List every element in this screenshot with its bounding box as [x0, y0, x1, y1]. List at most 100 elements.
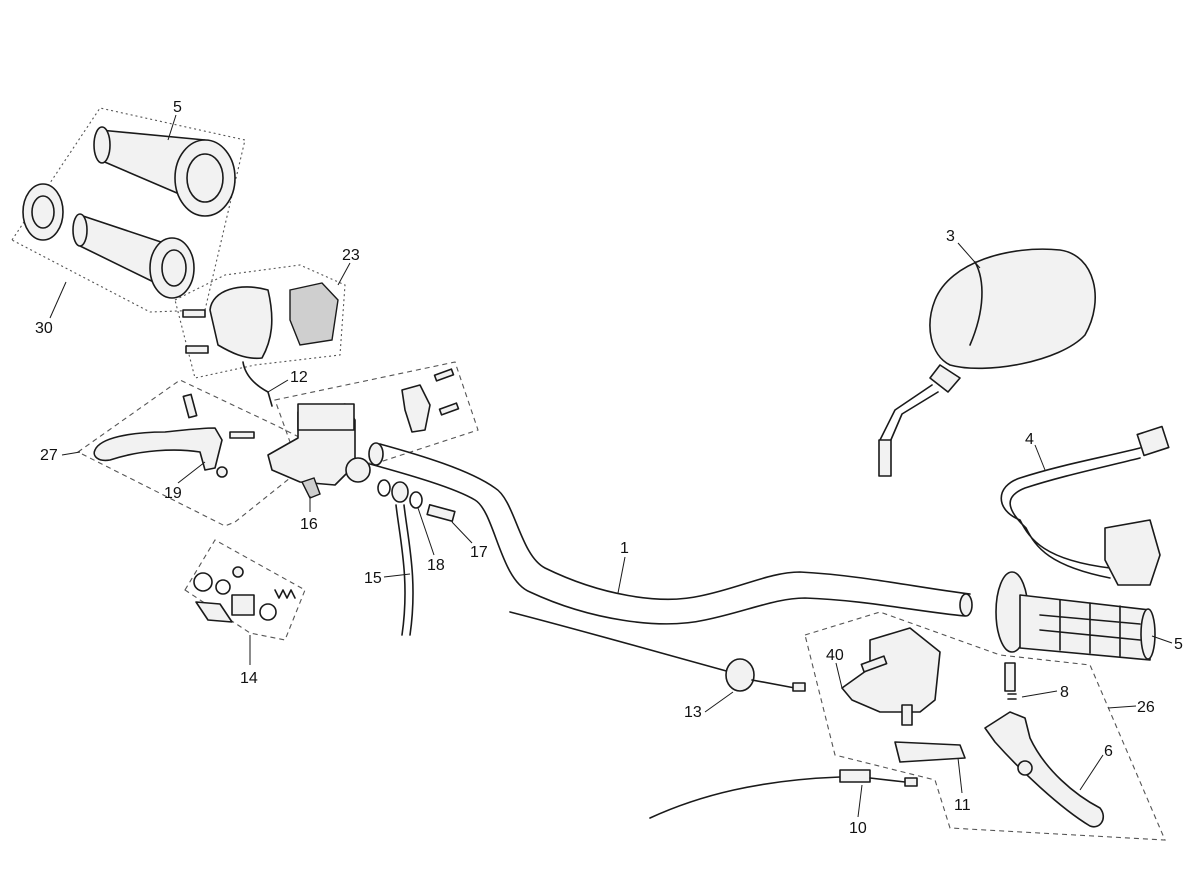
master-cylinder-clamp	[401, 384, 431, 433]
clutch-cable-sheath	[649, 776, 841, 819]
leader-8	[1021, 690, 1058, 698]
leader-13	[704, 691, 734, 713]
leader-26	[1107, 705, 1137, 709]
callout-11: 11	[954, 797, 971, 814]
callout-26: 26	[1137, 699, 1155, 716]
leader-6	[1079, 754, 1104, 791]
mirror-arm	[879, 384, 939, 443]
leader-1	[617, 556, 626, 594]
seal-kit-ring-medium	[215, 579, 231, 595]
banjo-bolt	[426, 504, 456, 522]
leader-23	[337, 262, 351, 286]
callout-6: 6	[1104, 743, 1113, 760]
handlebar-tube	[369, 443, 971, 625]
throttle-tube-flange-hole	[161, 249, 187, 287]
group-outline-23	[174, 264, 346, 379]
callout-8: 8	[1060, 684, 1069, 701]
switch-wire-harness	[1000, 447, 1141, 579]
callout-40: 40	[826, 647, 844, 664]
banjo-fitting	[391, 481, 409, 503]
left-switch-housing	[209, 286, 273, 360]
lever-pivot-screw	[1004, 662, 1016, 692]
callout-27: 27	[40, 447, 58, 464]
brake-hose	[395, 504, 414, 636]
clamp-screw-lower	[438, 402, 460, 416]
master-cylinder-cap	[297, 403, 355, 431]
clutch-lever	[984, 711, 1105, 828]
right-grip-ribs	[1039, 599, 1141, 657]
master-cylinder-bore	[345, 457, 371, 483]
switch-screw-upper	[182, 309, 206, 318]
switch-wire	[242, 361, 273, 407]
leader-5b	[1151, 635, 1173, 644]
clutch-switch-11	[894, 741, 966, 763]
leader-27	[61, 451, 81, 456]
throttle-cable-sheath	[509, 611, 731, 673]
callout-13: 13	[684, 704, 702, 721]
leader-15	[383, 573, 411, 578]
callout-16: 16	[300, 516, 318, 533]
switch-screw-lower	[185, 345, 209, 354]
callout-18: 18	[427, 557, 445, 574]
lever-nut	[216, 466, 228, 478]
seal-kit-shim	[195, 601, 233, 623]
mirror-stem	[929, 364, 961, 393]
right-grip-body	[1019, 594, 1151, 661]
seal-kit-spring	[274, 589, 296, 599]
clamp-screw-upper	[433, 368, 455, 382]
callout-14: 14	[240, 670, 258, 687]
leader-12	[267, 379, 289, 393]
front-brake-lever	[93, 427, 223, 471]
perch-mount-stud	[901, 704, 913, 726]
leader-11	[957, 757, 963, 794]
callout-15: 15	[364, 570, 382, 587]
group-outline-26	[804, 611, 1166, 841]
seal-kit-piston	[231, 594, 255, 616]
handlebar-tube-end-right	[959, 593, 973, 617]
leader-18	[417, 507, 435, 556]
clutch-cable-end	[904, 777, 918, 787]
leader-10	[857, 784, 863, 818]
throttle-tube-end	[72, 213, 88, 247]
clutch-cable-inner	[869, 777, 906, 783]
mirror-head-rim	[969, 261, 983, 346]
mirror-head	[929, 248, 1096, 370]
callout-5b: 5	[1174, 636, 1183, 653]
right-switch-housing	[1104, 519, 1161, 586]
hose-washer-right	[409, 491, 423, 509]
leader-4	[1034, 444, 1046, 471]
lever-spring	[1007, 693, 1017, 700]
callout-17: 17	[470, 544, 488, 561]
left-grip-flange-inner	[186, 153, 224, 203]
clutch-perch	[841, 627, 941, 713]
handlebar-tube-end-left	[368, 442, 384, 466]
leader-17	[451, 521, 473, 544]
right-grip-end	[1140, 608, 1156, 660]
bleed-valve	[301, 477, 321, 499]
switch-connector	[1136, 425, 1170, 457]
seal-kit-ring-large	[193, 572, 213, 592]
seal-kit-cap	[232, 566, 244, 578]
group-outline-14	[184, 539, 306, 641]
leader-lines	[49, 114, 1173, 818]
lever-pivot-bolt	[182, 393, 198, 419]
callout-10: 10	[849, 820, 867, 837]
throttle-cable-end	[792, 682, 806, 692]
throttle-cable-adjuster	[725, 658, 755, 692]
callout-12: 12	[290, 369, 308, 386]
leader-3	[957, 242, 981, 269]
hose-washer-left	[377, 479, 391, 497]
throttle-spacer-ring-hole	[31, 195, 55, 229]
throttle-tube-flange	[149, 237, 195, 299]
throttle-cable-inner	[751, 679, 796, 689]
callout-19: 19	[164, 485, 182, 502]
callout-5a: 5	[173, 99, 182, 116]
callout-1: 1	[620, 540, 629, 557]
left-grip-end	[93, 126, 111, 164]
callout-30: 30	[35, 320, 53, 337]
lever-nut-right	[1017, 760, 1033, 776]
lever-adjust-screw	[229, 431, 255, 439]
callout-23: 23	[342, 247, 360, 264]
